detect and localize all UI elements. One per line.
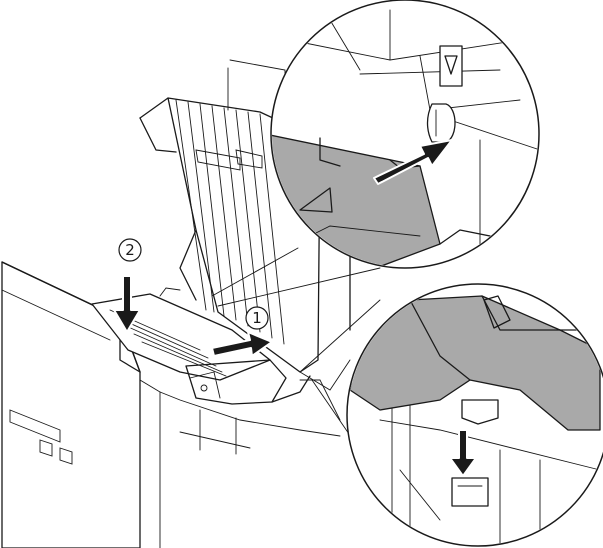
callout-step-1-label: 1 bbox=[252, 309, 262, 327]
lower-frame bbox=[159, 379, 341, 455]
step-2-arrow bbox=[113, 275, 141, 333]
callout-step-2: 2 bbox=[118, 238, 142, 262]
top-magnifier bbox=[211, 0, 540, 307]
bottom-magnifier bbox=[299, 283, 603, 547]
callout-step-2-label: 2 bbox=[125, 241, 135, 259]
step-1-arrow bbox=[211, 331, 273, 357]
callout-step-1: 1 bbox=[245, 306, 269, 330]
